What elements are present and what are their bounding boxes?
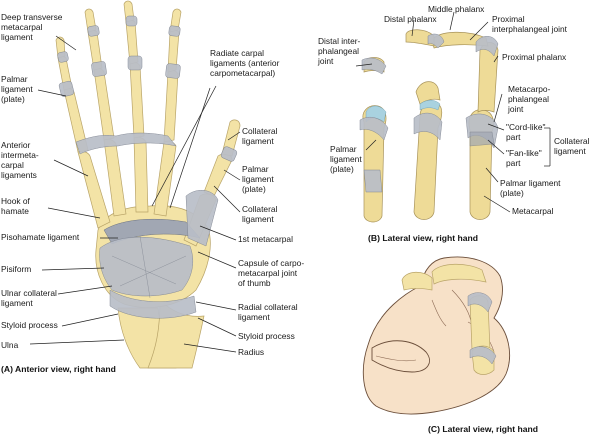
metacarpal-3 (133, 136, 149, 213)
panel-b-lateral-view (355, 11, 551, 223)
label-collateral-ligament-2: Collateral ligament (242, 204, 280, 224)
caption-panel-c: (C) Lateral view, right hand (428, 424, 538, 434)
caption-panel-b: (B) Lateral view, right hand (368, 233, 478, 243)
c-middle-phalanx (431, 263, 487, 285)
label-deep-transverse-metacarpal-ligament: Deep transverse metacarpal ligament (1, 12, 65, 42)
label-hook-of-hamate: Hook of hamate (1, 196, 32, 216)
label-pisiform: Pisiform (1, 264, 31, 274)
label-radius: Radius (238, 347, 264, 357)
label-styloid-process-right: Styloid process (238, 331, 295, 341)
label-distal-interphalangeal-joint: Distal inter- phalangeal joint (317, 36, 363, 66)
metacarpal-5 (77, 150, 111, 229)
label-radiate-carpal-ligaments: Radiate carpal ligaments (anterior carpo… (210, 48, 282, 78)
metacarpal-4 (103, 138, 127, 217)
label-middle-phalanx: Middle phalanx (428, 4, 485, 14)
label-distal-phalanx: Distal phalanx (384, 14, 437, 24)
label-styloid-process-left: Styloid process (1, 320, 58, 330)
label-ulnar-collateral-ligament: Ulnar collateral ligament (1, 288, 59, 308)
label-collateral-ligament-b: Collateral ligament (554, 136, 592, 156)
panel-c-lateral-view (362, 256, 511, 415)
label-palmar-ligament-plate-a: Palmar ligament (plate) (1, 74, 35, 104)
phalanx-2-proximal (163, 70, 179, 143)
label-cord-like-part: "Cord-like" part (506, 122, 548, 142)
c-distal-phalanx (401, 271, 433, 291)
palmar-wrist-ligaments (99, 189, 219, 319)
label-proximal-interphalangeal-joint: Proximal interphalangeal joint (492, 14, 568, 34)
finger-ligaments (57, 15, 238, 162)
label-collateral-ligament-1: Collateral ligament (242, 126, 280, 146)
panel-a-anterior-view (29, 0, 241, 369)
panel-b-leaders (355, 11, 551, 213)
metacarpal-2 (153, 140, 177, 217)
label-1st-metacarpal: 1st metacarpal (238, 234, 293, 244)
label-radial-collateral-ligament: Radial collateral ligament (238, 302, 300, 322)
label-palmar-ligament-plate-b-right: Palmar ligament (plate) (500, 178, 563, 198)
label-anterior-intermetacarpal-ligaments: Anterior intermeta- carpal ligaments (1, 140, 41, 180)
label-fan-like-part: "Fan-like" part (506, 148, 544, 168)
deep-transverse-metacarpal-ligaments (75, 132, 177, 155)
label-capsule-carpometacarpal-joint-thumb: Capsule of carpo- metacarpal joint of th… (238, 258, 306, 288)
panel-a-labels: Deep transverse metacarpal ligament Palm… (1, 12, 306, 374)
panel-c-labels: (C) Lateral view, right hand (428, 424, 538, 434)
caption-panel-a: (A) Anterior view, right hand (1, 364, 116, 374)
label-palmar-ligament-plate-b-left: Palmar ligament (plate) (330, 144, 364, 174)
label-palmar-ligament-plate-thumb: Palmar ligament (plate) (242, 164, 276, 194)
panel-a-leaders (29, 35, 241, 353)
label-ulna: Ulna (1, 340, 19, 350)
panel-b-labels: Middle phalanx Distal phalanx Proximal i… (317, 4, 592, 243)
phalanx-4-proximal (93, 68, 115, 141)
phalanx-3-proximal (129, 62, 145, 139)
label-metacarpophalangeal-joint: Metacarpo- phalangeal joint (507, 84, 553, 114)
label-metacarpal: Metacarpal (512, 206, 554, 216)
label-pisohamate-ligament: Pisohamate ligament (1, 232, 80, 242)
thumb-skin (371, 340, 430, 373)
label-proximal-phalanx: Proximal phalanx (502, 52, 567, 62)
